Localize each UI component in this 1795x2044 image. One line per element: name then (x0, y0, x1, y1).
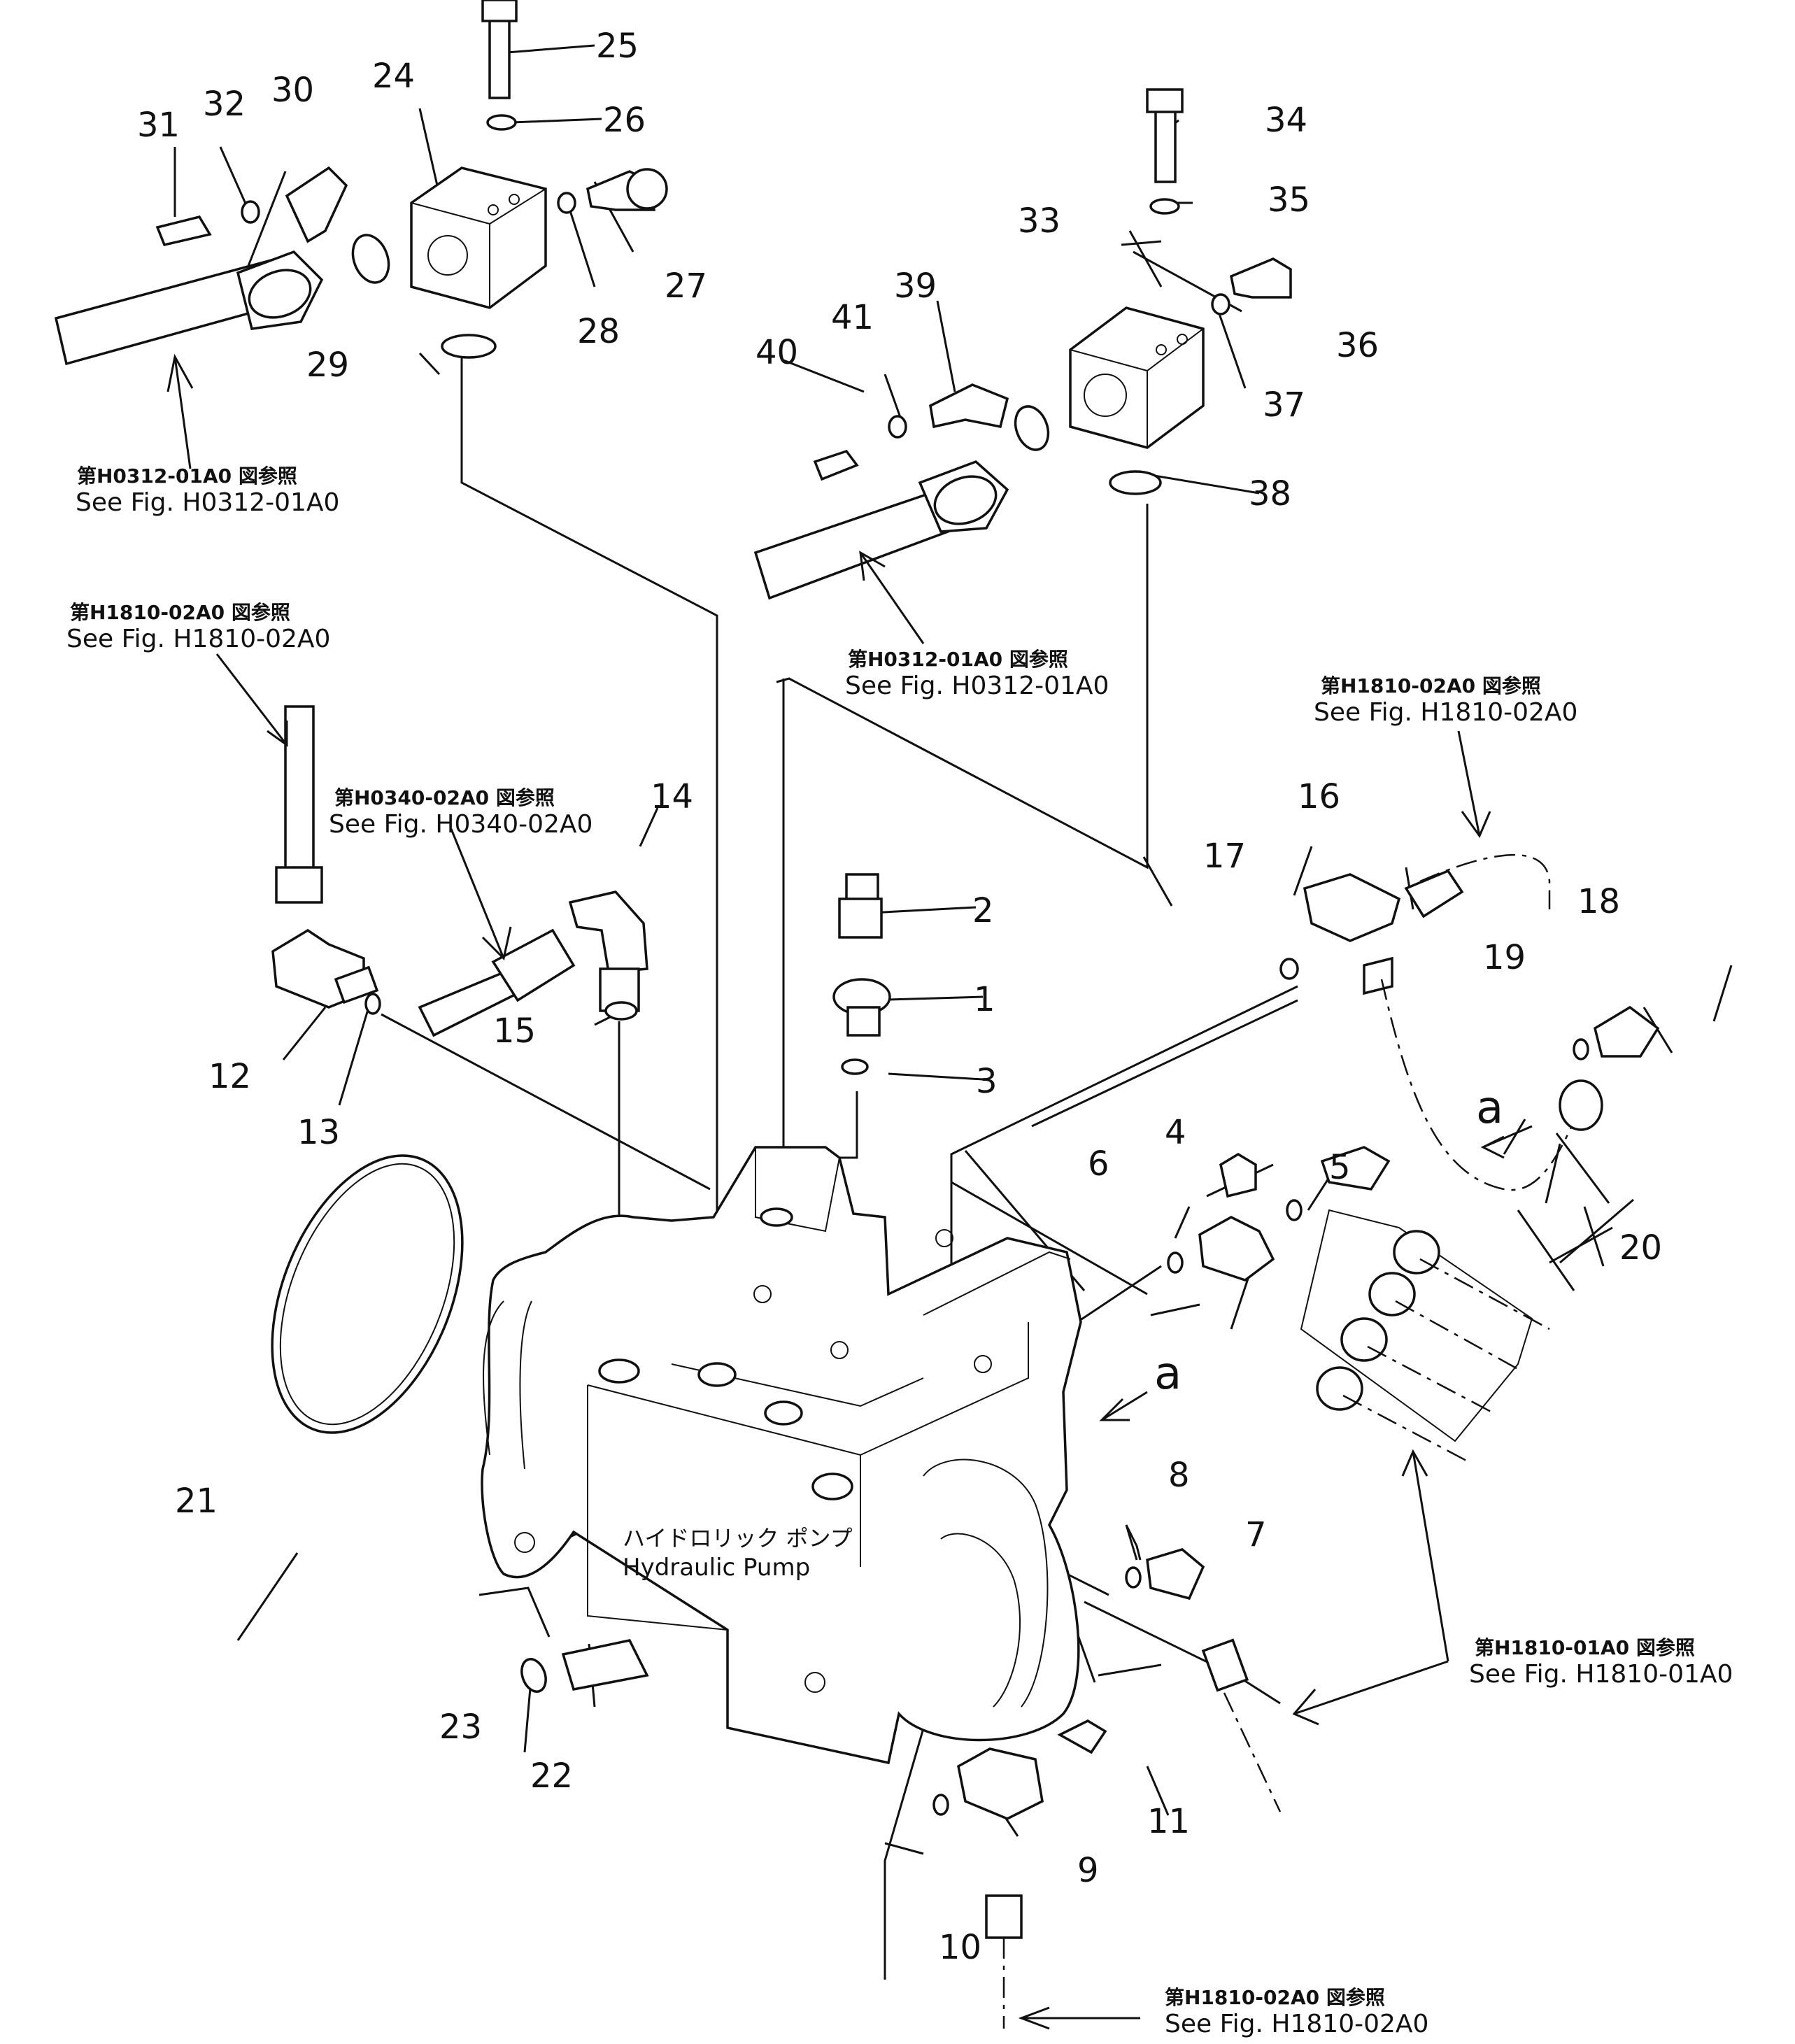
callout-40: 40 (755, 333, 798, 372)
reference-arrows (166, 353, 1533, 2030)
ref-6-en: See Fig. H1810-01A0 (1469, 1660, 1733, 1689)
callout-8: 8 (1168, 1456, 1190, 1495)
callout-4: 4 (1165, 1113, 1186, 1152)
flange-block-right (753, 88, 1292, 600)
center-fittings (832, 873, 891, 1075)
callout-26: 26 (603, 101, 646, 140)
callout-37: 37 (1263, 385, 1305, 425)
callout-1: 1 (974, 980, 995, 1019)
callout-6: 6 (1088, 1144, 1109, 1184)
ref-7-jp: 第H1810-02A0 図参照 (1165, 1986, 1385, 2009)
callout-5: 5 (1329, 1148, 1351, 1187)
callout-16: 16 (1298, 777, 1340, 816)
ref-3-jp: 第H0340-02A0 図参照 (334, 786, 555, 809)
callout-20: 20 (1619, 1228, 1662, 1268)
callout-25: 25 (596, 27, 639, 66)
callout-30: 30 (271, 71, 314, 110)
ref-7-en: See Fig. H1810-02A0 (1165, 2010, 1428, 2038)
callout-33: 33 (1018, 201, 1060, 241)
callout-3: 3 (976, 1062, 998, 1101)
callout-18: 18 (1577, 882, 1620, 921)
callout-24: 24 (372, 57, 415, 96)
callout-36: 36 (1336, 326, 1379, 365)
ref-2-en: See Fig. H1810-02A0 (66, 625, 330, 653)
callout-19: 19 (1483, 938, 1526, 977)
callout-17: 17 (1203, 837, 1246, 876)
callout-10: 10 (939, 1928, 981, 1967)
figure-references: 第H0312-01A0 図参照 See Fig. H0312-01A0 第H18… (66, 464, 1733, 2038)
view-mark-a-left: a (1476, 1082, 1503, 1134)
flange-block-left (54, 0, 668, 366)
callout-39: 39 (894, 267, 937, 306)
callout-32: 32 (203, 85, 246, 124)
callout-12: 12 (208, 1057, 251, 1096)
callout-2: 2 (972, 891, 994, 930)
callout-35: 35 (1268, 180, 1310, 220)
pump-label-jp: ハイドロリック ポンプ (623, 1525, 853, 1552)
left-fittings (271, 705, 648, 1037)
pump-label-en: Hydraulic Pump (623, 1554, 810, 1582)
hydraulic-pump-body: ハイドロリック ポンプ Hydraulic Pump (481, 1146, 1082, 1765)
callout-13: 13 (297, 1113, 340, 1152)
callout-38: 38 (1249, 474, 1291, 513)
view-mark-a-center: a (1154, 1348, 1182, 1400)
callout-7: 7 (1245, 1515, 1267, 1554)
ref-2-jp: 第H1810-02A0 図参照 (70, 601, 290, 624)
callout-14: 14 (651, 777, 693, 816)
callout-22: 22 (530, 1756, 573, 1796)
callout-27: 27 (665, 267, 707, 306)
callout-labels: 1 2 3 4 5 6 7 8 9 10 11 12 13 14 15 16 1… (137, 27, 1662, 1967)
large-o-ring (271, 1154, 464, 1434)
callout-15: 15 (493, 1012, 536, 1051)
right-fittings (1125, 853, 1660, 1812)
ref-1-jp: 第H0312-01A0 図参照 (77, 464, 297, 488)
callout-28: 28 (577, 312, 620, 351)
ref-5-jp: 第H1810-02A0 図参照 (1321, 674, 1541, 697)
callout-11: 11 (1147, 1802, 1190, 1841)
ref-5-en: See Fig. H1810-02A0 (1314, 698, 1577, 727)
callout-21: 21 (175, 1482, 218, 1521)
callout-9: 9 (1077, 1851, 1099, 1890)
center-lines (381, 343, 1298, 1980)
callout-29: 29 (306, 346, 349, 385)
ref-1-en: See Fig. H0312-01A0 (76, 488, 339, 517)
ref-4-jp: 第H0312-01A0 図参照 (848, 648, 1068, 671)
ref-6-jp: 第H1810-01A0 図参照 (1475, 1636, 1695, 1659)
ref-4-en: See Fig. H0312-01A0 (845, 672, 1109, 700)
bottom-fittings (520, 1639, 1107, 2029)
callout-23: 23 (439, 1708, 482, 1747)
ref-3-en: See Fig. H0340-02A0 (329, 810, 593, 839)
callout-34: 34 (1265, 101, 1307, 140)
callout-31: 31 (137, 106, 180, 145)
hose-bundle (1300, 1209, 1550, 1463)
callout-41: 41 (831, 298, 874, 337)
